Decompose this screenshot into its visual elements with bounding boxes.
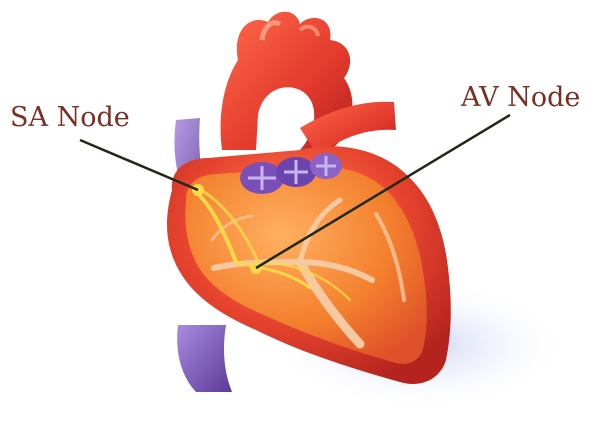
sa-node-label: SA Node [10, 104, 130, 131]
vena-cava-inferior [177, 325, 232, 392]
av-node-label: AV Node [461, 84, 580, 111]
